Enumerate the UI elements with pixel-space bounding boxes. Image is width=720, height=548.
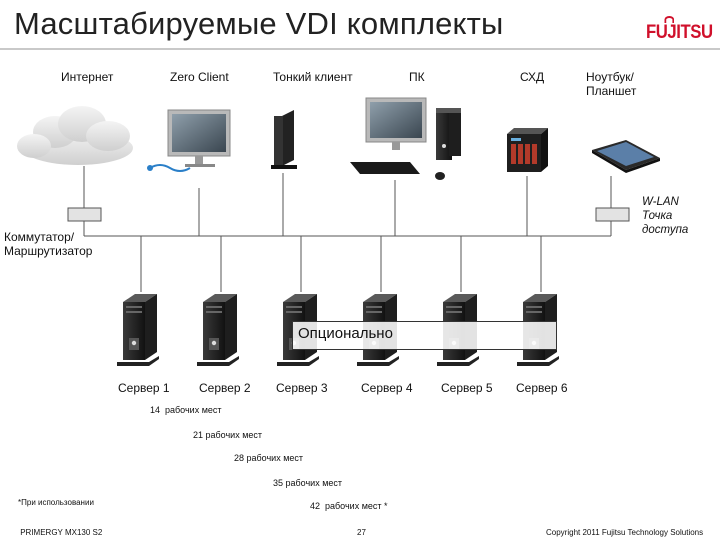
switch-router-box — [68, 208, 101, 221]
storage-label: СХД — [520, 70, 544, 84]
zero-client-monitor-icon — [147, 110, 230, 171]
zero-client-label: Zero Client — [170, 70, 229, 84]
thin-client-icon — [271, 110, 297, 169]
server-label: Сервер 1 — [118, 381, 170, 395]
optional-label: Опционально — [298, 325, 393, 342]
server-label: Сервер 2 — [199, 381, 251, 395]
server-1-icon — [117, 294, 159, 366]
switch-label-line2: Маршрутизатор — [4, 244, 92, 258]
laptop-label: Ноутбук/ Планшет — [586, 70, 636, 98]
wlan-label-line2: Точка — [642, 209, 688, 223]
laptop-label-line1: Ноутбук/ — [586, 70, 636, 84]
workstation-count: 14 рабочих мест — [150, 405, 222, 415]
footnote: *При использовании PRIMERGY MX130 S2 — [18, 478, 102, 548]
footnote-line2: PRIMERGY MX130 S2 — [18, 528, 102, 538]
server-2-icon — [197, 294, 239, 366]
server-label: Сервер 6 — [516, 381, 568, 395]
footnote-line1: *При использовании — [18, 498, 102, 508]
device-connectors — [84, 166, 611, 236]
workstation-count: 21 рабочих мест — [193, 430, 262, 440]
internet-cloud-icon — [17, 106, 133, 165]
server-label: Сервер 4 — [361, 381, 413, 395]
copyright: Copyright 2011 Fujitsu Technology Soluti… — [546, 528, 703, 537]
tablet-icon — [592, 140, 660, 173]
server-label: Сервер 3 — [276, 381, 328, 395]
switch-label-line1: Коммутатор/ — [4, 230, 92, 244]
wlan-access-point-box — [596, 208, 629, 221]
storage-nas-icon — [507, 128, 548, 172]
server-connectors — [141, 236, 541, 292]
workstation-count: 35 рабочих мест — [273, 478, 342, 488]
pc-label: ПК — [409, 70, 425, 84]
page-number: 27 — [357, 528, 366, 537]
wlan-label-line1: W-LAN — [642, 195, 688, 209]
laptop-label-line2: Планшет — [586, 84, 636, 98]
wlan-label-line3: доступа — [642, 223, 688, 237]
server-label: Сервер 5 — [441, 381, 493, 395]
pc-icon — [350, 98, 461, 180]
switch-router-label: Коммутатор/ Маршрутизатор — [4, 230, 92, 258]
thin-client-label: Тонкий клиент — [273, 70, 353, 84]
wlan-label: W-LAN Точка доступа — [642, 195, 688, 237]
internet-label: Интернет — [61, 70, 113, 84]
workstation-count: 42 рабочих мест * — [310, 501, 388, 511]
workstation-count: 28 рабочих мест — [234, 453, 303, 463]
